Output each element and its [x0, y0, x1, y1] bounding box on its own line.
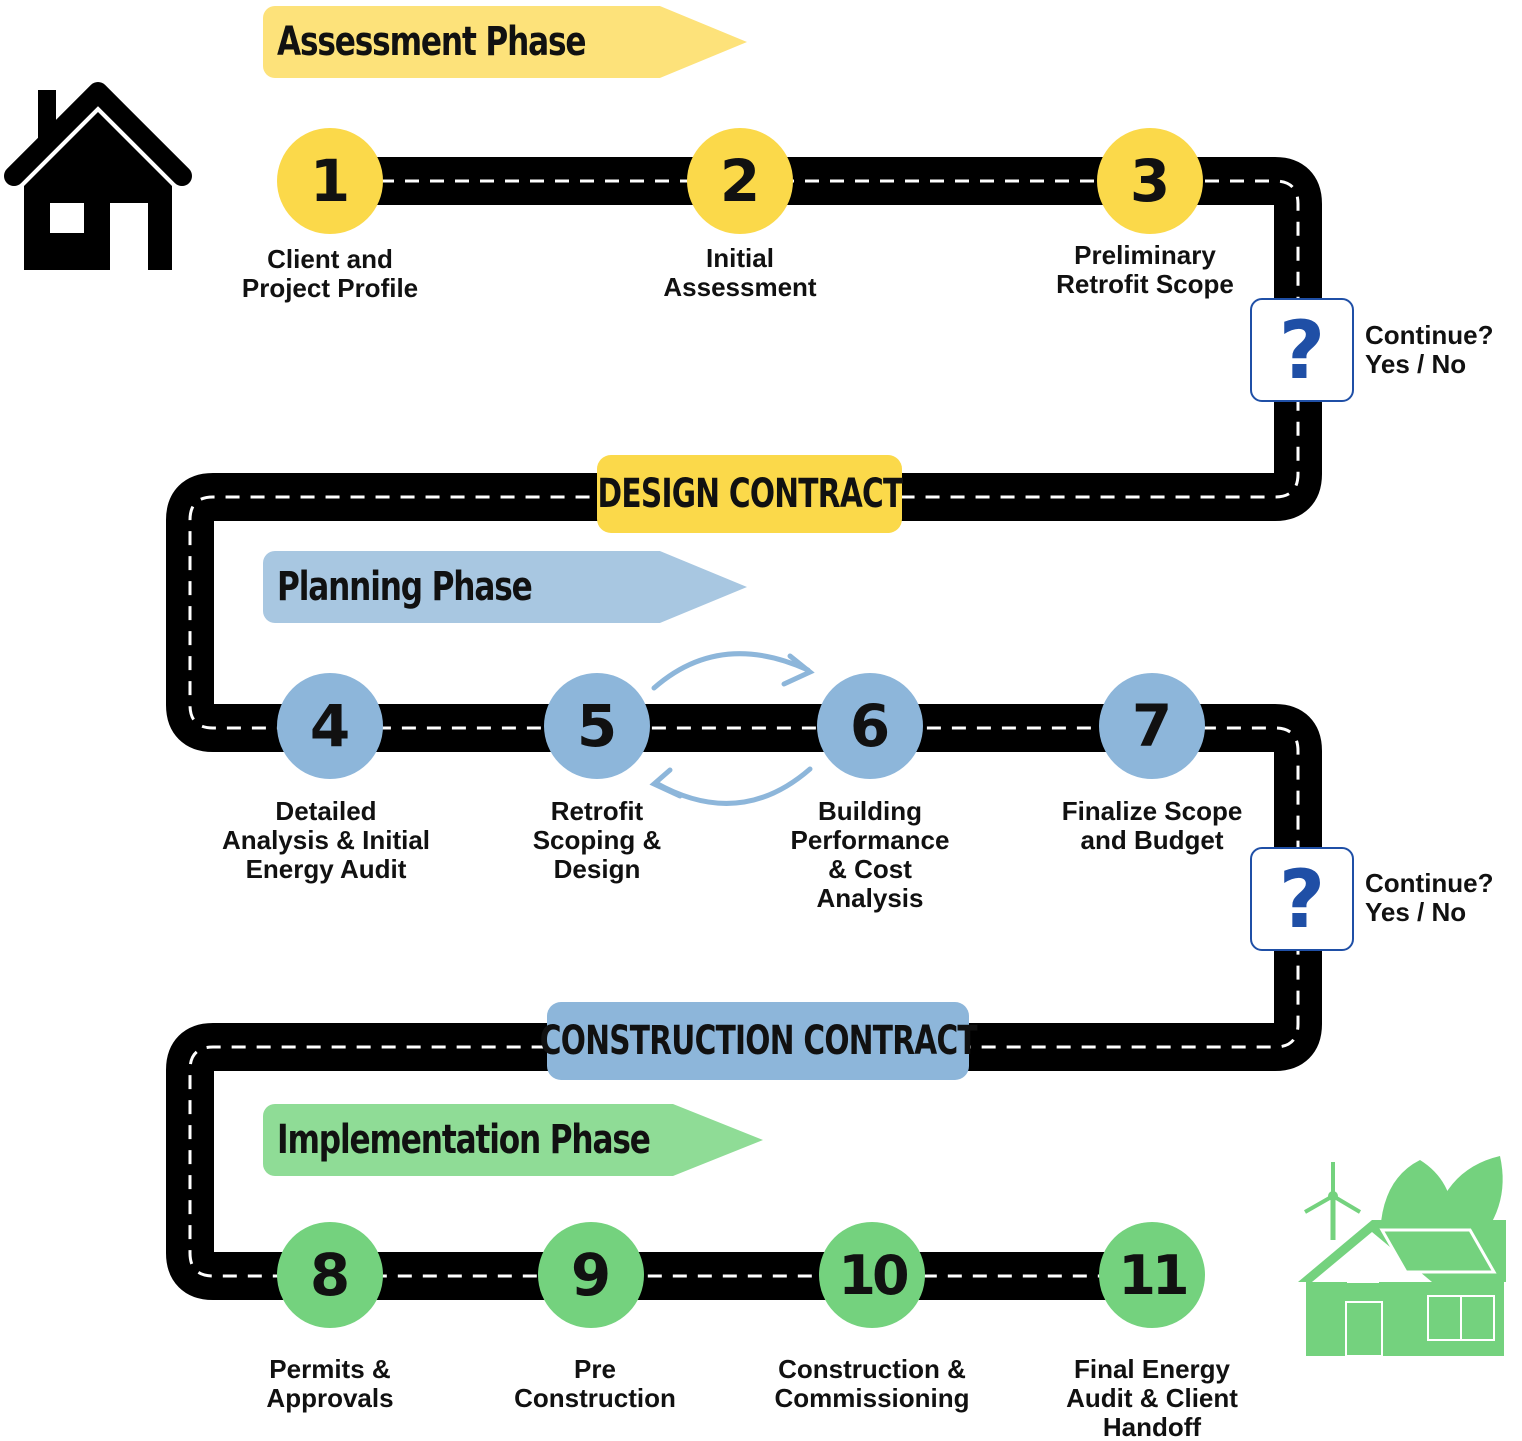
step-circle-11: 11: [1099, 1222, 1205, 1328]
step-circle-8: 8: [277, 1222, 383, 1328]
step-circle-7: 7: [1099, 673, 1205, 779]
step-circle-2: 2: [687, 128, 793, 234]
decision-options-1: Yes / No: [1365, 349, 1467, 379]
step-label-6: Building Performance & Cost Analysis: [790, 796, 950, 913]
phase-banner-planning: Planning Phase: [263, 551, 747, 623]
decision-question-1: Continue?: [1365, 320, 1494, 350]
decision-options-2: Yes / No: [1365, 897, 1467, 927]
decision-text-1: Continue? Yes / No: [1365, 321, 1494, 379]
step-circle-9: 9: [538, 1222, 644, 1328]
step-circle-3: 3: [1097, 128, 1203, 234]
phase-banner-assessment: Assessment Phase: [263, 6, 747, 78]
road-center-dashes: [188, 179, 1300, 1278]
cycle-arrow-forward: [651, 651, 811, 691]
house-icon: [4, 82, 192, 270]
phase-title-implementation: Implementation Phase: [277, 1117, 651, 1163]
cycle-arrowhead-back: [649, 767, 683, 799]
decision-question-icon-1: ?: [1250, 298, 1354, 402]
step-circle-5: 5: [544, 673, 650, 779]
construction-contract-label: CONSTRUCTION CONTRACT: [539, 1018, 977, 1064]
step-label-1: Client and Project Profile: [241, 244, 419, 303]
step-circle-1: 1: [277, 128, 383, 234]
design-contract-badge: DESIGN CONTRACT: [597, 455, 903, 533]
step-label-9: Pre Construction: [514, 1354, 676, 1413]
construction-contract-badge: CONSTRUCTION CONTRACT: [539, 1002, 977, 1080]
step-circle-10: 10: [819, 1222, 925, 1328]
step-label-11: Final Energy Audit & Client Handoff: [1066, 1354, 1238, 1441]
phase-title-assessment: Assessment Phase: [277, 19, 587, 65]
cycle-arrowhead-forward: [781, 653, 815, 687]
step-label-4: Detailed Analysis & Initial Energy Audit: [221, 796, 431, 884]
step-label-8: Permits & Approvals: [266, 1354, 394, 1413]
decision-question-2: Continue?: [1365, 868, 1494, 898]
phase-title-planning: Planning Phase: [277, 564, 533, 610]
step-label-2: Initial Assessment: [663, 243, 817, 302]
design-contract-label: DESIGN CONTRACT: [597, 471, 903, 517]
decision-text-2: Continue? Yes / No: [1365, 869, 1494, 927]
phase-banner-implementation: Implementation Phase: [263, 1104, 763, 1176]
green-house-solar-wind-icon: [1298, 1156, 1506, 1357]
step-label-5: Retrofit Scoping & Design: [532, 796, 662, 884]
step-label-10: Construction & Commissioning: [774, 1354, 970, 1413]
cycle-arrows-icon: [649, 651, 815, 806]
step-label-7: Finalize Scope and Budget: [1061, 796, 1243, 855]
step-circle-4: 4: [277, 673, 383, 779]
step-circle-6: 6: [817, 673, 923, 779]
step-label-3: Preliminary Retrofit Scope: [1056, 240, 1234, 299]
decision-question-icon-2: ?: [1250, 847, 1354, 951]
